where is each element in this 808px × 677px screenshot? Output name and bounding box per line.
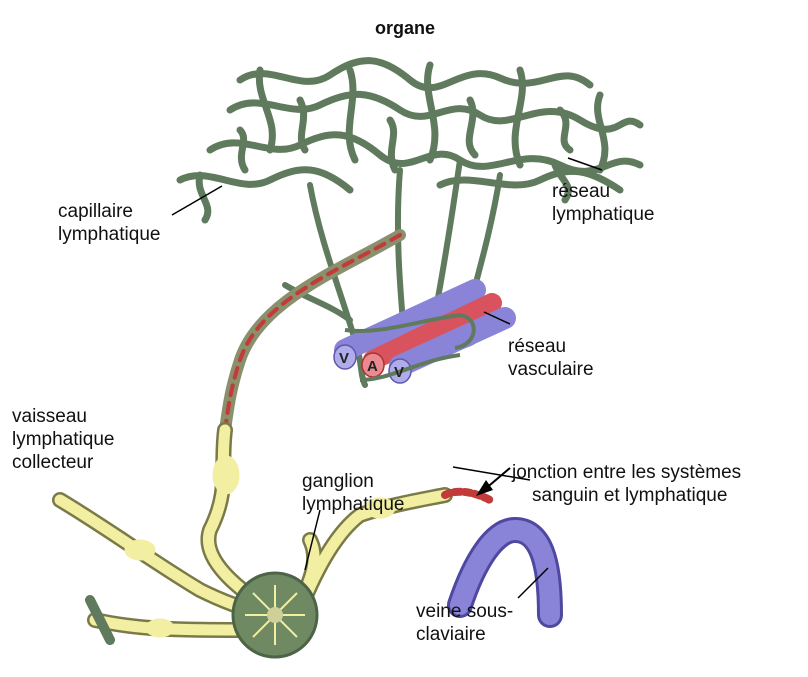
label-reseau-lymph-line2: lymphatique: [552, 203, 654, 226]
vessel-letter-v2: V: [394, 364, 404, 381]
vessel-letter-v1: V: [339, 350, 349, 367]
label-veine-line2: claviaire: [416, 623, 513, 646]
label-reseau-vasculaire: réseau vasculaire: [508, 335, 594, 381]
label-vaisseau-line3: collecteur: [12, 451, 114, 474]
label-reseau-vasc-line2: vasculaire: [508, 358, 594, 381]
label-ganglion: ganglion lymphatique: [302, 470, 404, 516]
label-jonction-line1: jonction entre les systèmes: [512, 461, 741, 484]
label-capillaire-line2: lymphatique: [58, 223, 160, 246]
label-capillaire-line1: capillaire: [58, 200, 160, 223]
label-veine-line1: veine sous-: [416, 600, 513, 623]
label-vaisseau-line1: vaisseau: [12, 405, 114, 428]
vessel-letter-a: A: [367, 358, 378, 375]
label-veine: veine sous- claviaire: [416, 600, 513, 646]
label-reseau-lymphatique: réseau lymphatique: [552, 180, 654, 226]
label-jonction-line2: sanguin et lymphatique: [512, 484, 741, 507]
label-vaisseau-collecteur: vaisseau lymphatique collecteur: [12, 405, 114, 474]
label-reseau-lymph-line1: réseau: [552, 180, 654, 203]
label-reseau-vasc-line1: réseau: [508, 335, 594, 358]
lymph-node: [233, 573, 317, 657]
label-ganglion-line2: lymphatique: [302, 493, 404, 516]
label-capillaire: capillaire lymphatique: [58, 200, 160, 246]
diagram-title: organe: [330, 18, 480, 39]
label-jonction: jonction entre les systèmes sanguin et l…: [512, 461, 741, 507]
label-vaisseau-line2: lymphatique: [12, 428, 114, 451]
label-ganglion-line1: ganglion: [302, 470, 404, 493]
